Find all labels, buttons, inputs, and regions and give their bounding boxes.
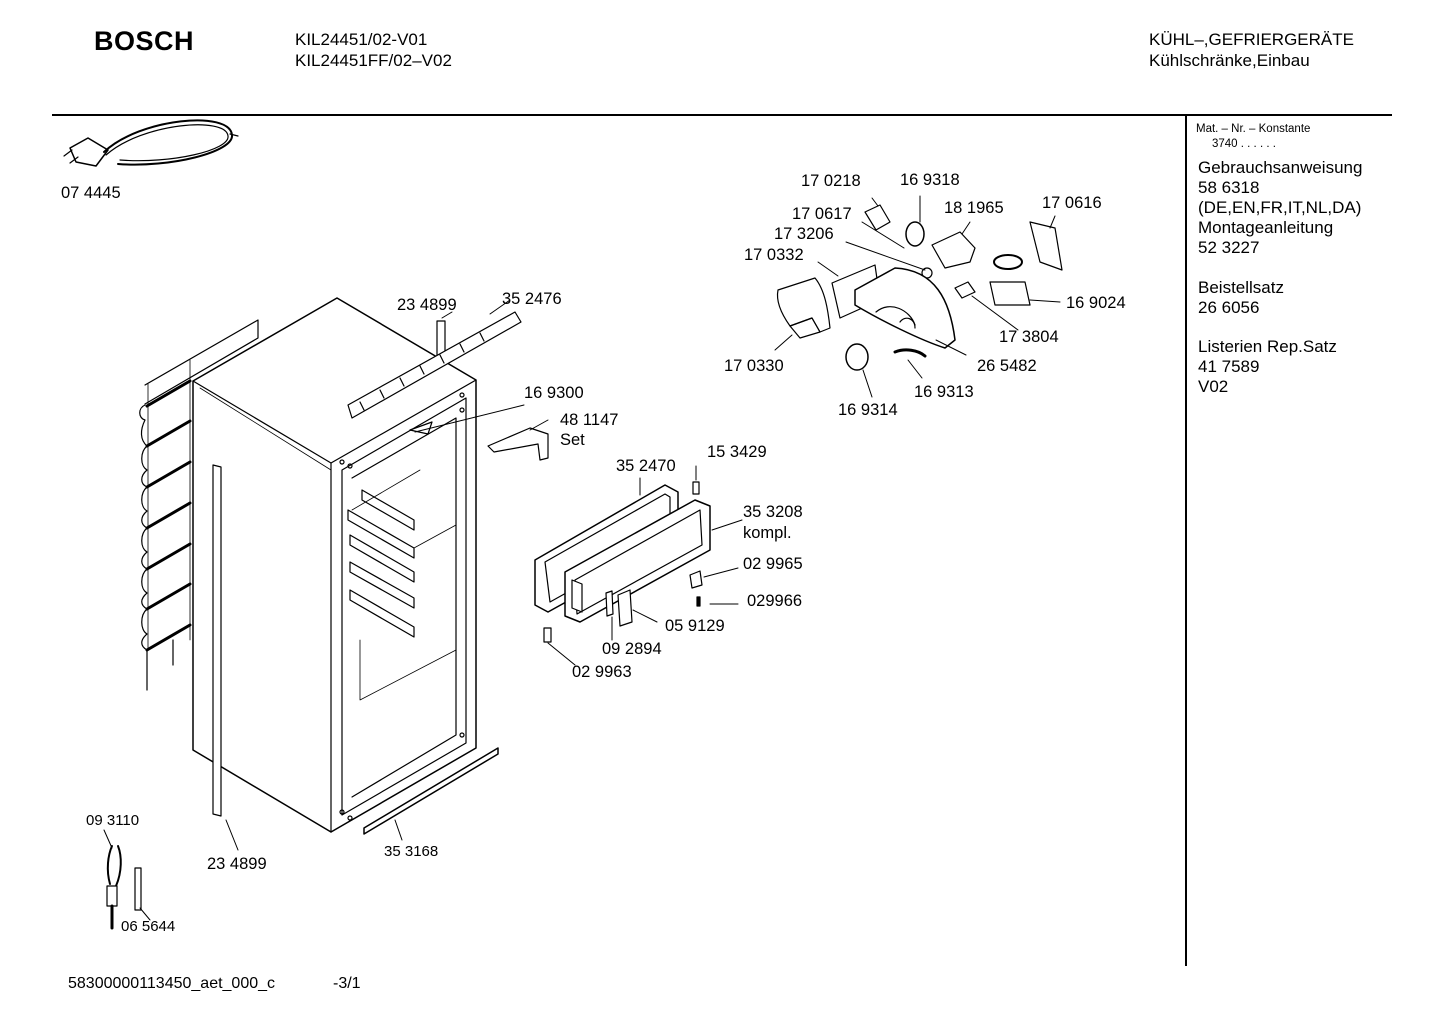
model-number-1: KIL24451/02-V01 [295,30,428,49]
bottom-seal-drawing [364,748,498,834]
category-title: KÜHL–,GEFRIERGERÄTE [1149,30,1354,49]
part-label: 18 1965 [944,199,1004,217]
part-label: kompl. [743,524,792,542]
part-label: 06 5644 [121,918,176,935]
handle-059129-drawing [618,590,632,626]
sidebar-line: Beistellsatz [1198,278,1284,297]
screw-153429-drawing [693,482,699,494]
part-label: 48 1147 [560,411,619,429]
condenser-coil-drawing [140,320,258,690]
sidebar-line: 58 6318 [1198,178,1260,197]
part-029963-drawing [544,628,551,642]
top-rail-drawing [348,312,521,418]
part-label: 16 9024 [1066,294,1126,312]
part-label: 35 2476 [502,290,562,308]
part-label: 35 2470 [616,457,676,475]
trim-strip-drawing [213,465,221,816]
part-label: 17 0617 [792,205,852,223]
part-label: 26 5482 [977,357,1037,375]
sidebar-line: Gebrauchsanweisung [1198,158,1363,177]
part-label: 23 4899 [207,855,267,873]
part-label: 05 9129 [665,617,725,635]
part-label: 17 0330 [724,357,784,375]
part-label: 17 0332 [744,246,804,264]
part-label: 09 2894 [602,640,662,658]
part-label: 16 9300 [524,384,584,402]
page-number: -3/1 [333,975,361,992]
leader-lines [104,196,1060,920]
model-number-2: KIL24451FF/02–V02 [295,51,452,70]
sidebar-line: 26 6056 [1198,298,1260,317]
mat-nr-title: Mat. – Nr. – Konstante [1196,123,1311,135]
part-label: 02 9965 [743,555,803,573]
part-label: 07 4445 [61,184,121,202]
part-label: 029966 [747,592,803,610]
part-label: 17 0218 [801,172,861,190]
document-id: 58300000113450_aet_000_c [68,975,276,992]
part-label: 16 9314 [838,401,898,419]
header-divider [52,114,1392,116]
sidebar-line: 41 7589 [1198,357,1260,376]
sidebar-line: 52 3227 [1198,238,1260,257]
part-label: 35 3168 [384,843,439,860]
part-label: 02 9963 [572,663,632,681]
part-label: 16 9318 [900,171,960,189]
part-029965-drawing [690,571,702,588]
part-label: Set [560,431,585,449]
brand-logo: BOSCH [94,26,195,56]
part-092894-drawing [606,591,613,616]
mat-nr-value: 3740 . . . . . . [1212,138,1276,150]
part-label: 16 9313 [914,383,974,401]
sidebar-divider [1185,116,1187,966]
part-label: 17 0616 [1042,194,1102,212]
part-label: 15 3429 [707,443,767,461]
part-label: 17 3206 [774,225,834,243]
hinge-bracket-drawing [488,428,548,460]
screw-029966-drawing [697,597,700,606]
part-label: 17 3804 [999,328,1059,346]
sidebar-line: V02 [1198,377,1229,396]
category-subtitle: Kühlschränke,Einbau [1149,51,1310,70]
lamp-assembly-drawing [778,205,1063,370]
power-cord-drawing [64,120,238,166]
part-label: 09 3110 [86,812,140,829]
sidebar-line: (DE,EN,FR,IT,NL,DA) [1198,198,1362,217]
part-label: 35 3208 [743,503,803,521]
cabinet-drawing [193,298,476,832]
freezer-door-drawing [565,500,710,622]
part-label: 23 4899 [397,296,457,314]
thermostat-sensor-drawing [107,846,141,928]
sidebar-line: Montageanleitung [1198,218,1334,237]
sidebar-line: Listerien Rep.Satz [1198,337,1337,356]
